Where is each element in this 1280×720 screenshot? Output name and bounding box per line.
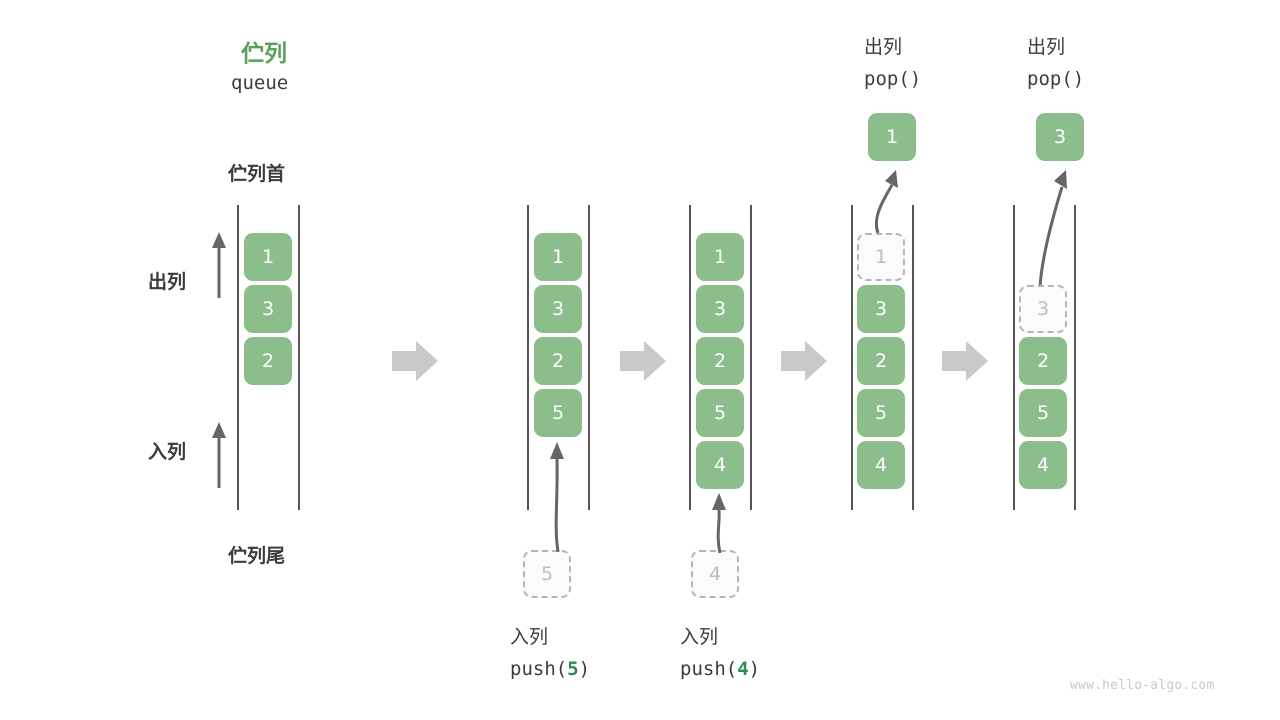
queue-cell: 2 xyxy=(534,337,582,385)
queue-head-label: 伫列首 xyxy=(228,163,286,185)
enqueue-direction-arrow-icon xyxy=(212,422,226,488)
push-op-label-code: push(5) xyxy=(510,658,590,680)
push-arrow-icon xyxy=(550,442,564,553)
flow-arrow-icon xyxy=(392,341,438,381)
queue-rail-right xyxy=(298,205,300,510)
queue-rail-left xyxy=(237,205,239,510)
queue-cell: 5 xyxy=(1019,389,1067,437)
push-code-suffix: ) xyxy=(578,658,591,680)
watermark: www.hello-algo.com xyxy=(1070,678,1215,693)
queue-rail-right xyxy=(912,205,914,510)
push-code-arg: 5 xyxy=(567,658,579,680)
queue-cell: 2 xyxy=(696,337,744,385)
push-code-arg: 4 xyxy=(737,658,749,680)
push-code-prefix: push( xyxy=(510,658,568,680)
push-op-label-code: push(4) xyxy=(680,658,760,680)
queue-cell-new: 4 xyxy=(696,441,744,489)
flow-arrow-icon xyxy=(620,341,666,381)
enqueue-direction-label: 入列 xyxy=(148,441,187,463)
queue-rail-right xyxy=(1074,205,1076,510)
flow-arrow-icon xyxy=(781,341,827,381)
queue-cell: 1 xyxy=(244,233,292,281)
queue-cell: 4 xyxy=(857,441,905,489)
queue-rail-left xyxy=(1013,205,1015,510)
pop-op-label-cn: 出列 xyxy=(1027,36,1066,58)
flow-arrow-icon xyxy=(942,341,988,381)
push-code-suffix: ) xyxy=(748,658,761,680)
push-arrow-icon xyxy=(712,493,726,554)
queue-ghost-cell: 1 xyxy=(857,233,905,281)
queue-ghost-cell: 3 xyxy=(1019,285,1067,333)
dequeue-direction-label: 出列 xyxy=(148,271,187,293)
diagram-title-cn: 伫列 xyxy=(241,41,287,67)
queue-cell: 5 xyxy=(857,389,905,437)
push-op-label-cn: 入列 xyxy=(510,626,549,648)
queue-cell: 3 xyxy=(696,285,744,333)
queue-incoming-ghost-cell: 5 xyxy=(523,550,571,598)
queue-cell: 5 xyxy=(696,389,744,437)
queue-cell-new: 5 xyxy=(534,389,582,437)
queue-rail-left xyxy=(851,205,853,510)
diagram-title-code: queue xyxy=(231,72,289,94)
queue-cell: 3 xyxy=(534,285,582,333)
queue-cell: 3 xyxy=(244,285,292,333)
queue-cell: 2 xyxy=(1019,337,1067,385)
queue-rail-left xyxy=(689,205,691,510)
popped-cell: 1 xyxy=(868,113,916,161)
queue-cell: 1 xyxy=(534,233,582,281)
pop-op-label-cn: 出列 xyxy=(864,36,903,58)
queue-rail-right xyxy=(750,205,752,510)
queue-rail-left xyxy=(527,205,529,510)
queue-incoming-ghost-cell: 4 xyxy=(691,550,739,598)
popped-cell: 3 xyxy=(1036,113,1084,161)
pop-op-label-code: pop() xyxy=(1027,68,1085,90)
queue-cell: 4 xyxy=(1019,441,1067,489)
queue-tail-label: 伫列尾 xyxy=(228,545,286,567)
push-code-prefix: push( xyxy=(680,658,738,680)
queue-cell: 3 xyxy=(857,285,905,333)
queue-cell: 2 xyxy=(244,337,292,385)
pop-arrow-icon xyxy=(1038,170,1067,288)
pop-op-label-code: pop() xyxy=(864,68,922,90)
queue-cell: 2 xyxy=(857,337,905,385)
dequeue-direction-arrow-icon xyxy=(212,232,226,298)
push-op-label-cn: 入列 xyxy=(680,626,719,648)
pop-arrow-icon xyxy=(875,170,898,234)
queue-cell: 1 xyxy=(696,233,744,281)
queue-rail-right xyxy=(588,205,590,510)
